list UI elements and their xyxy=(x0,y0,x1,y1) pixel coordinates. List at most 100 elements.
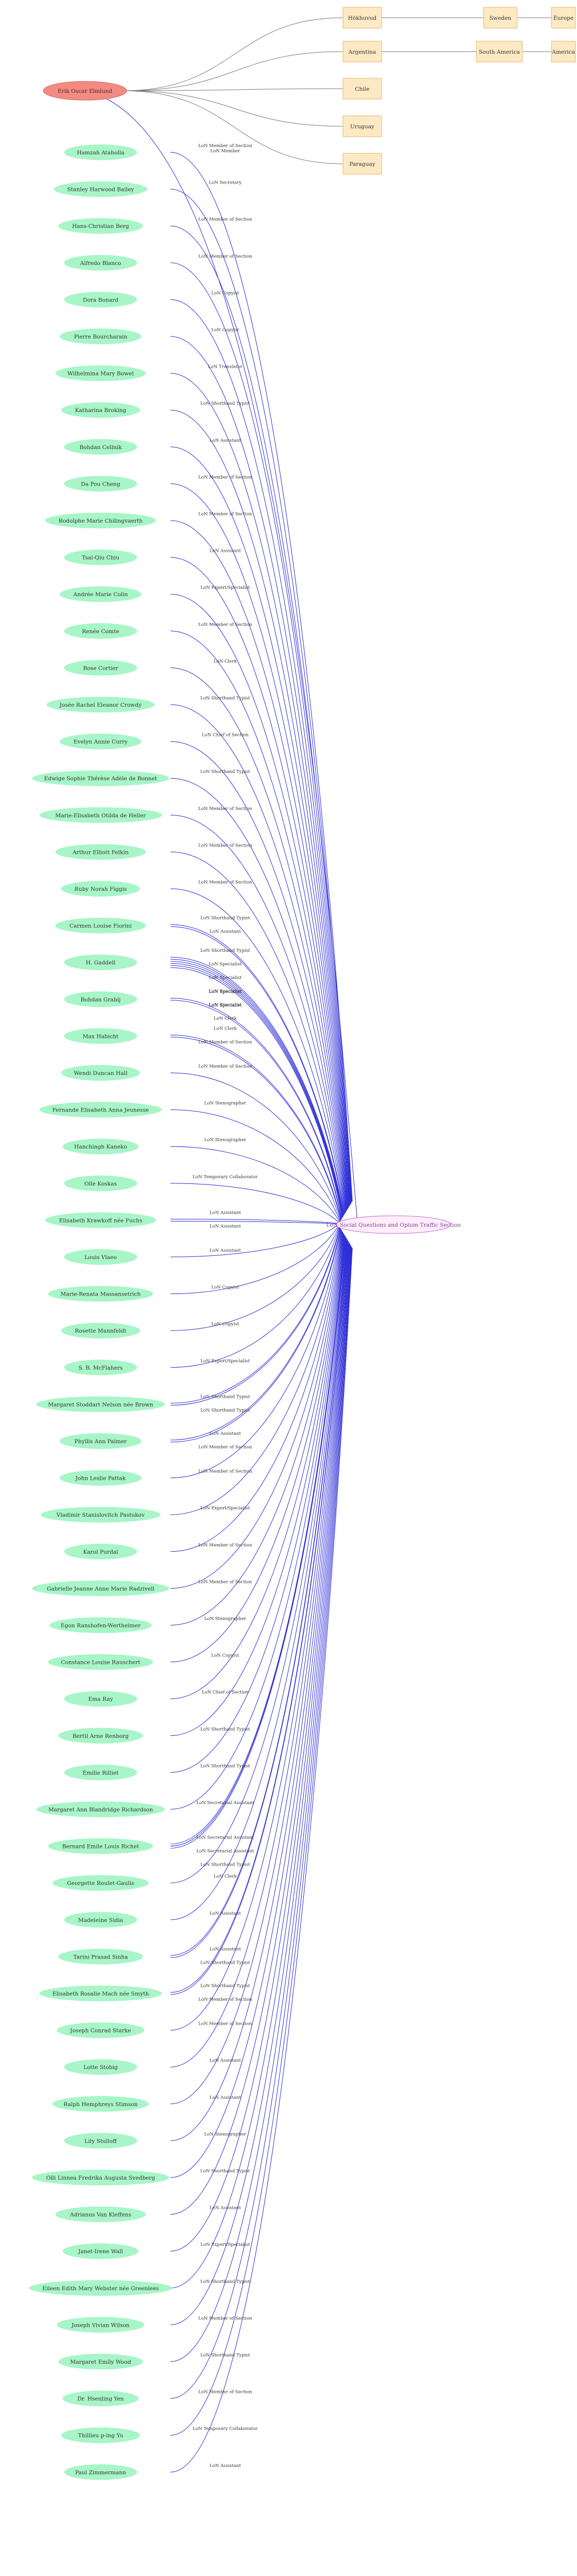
person-node-ralph-hemphreys-stimson[interactable]: Ralph Hemphreys Stimson xyxy=(52,2096,149,2112)
person-node-hans-christian-berg[interactable]: Hans-Christian Berg xyxy=(58,218,143,234)
person-node-label: Alfredo Blanco xyxy=(80,260,121,267)
edge-rosette-mannfeldt-0 xyxy=(170,1226,339,1331)
person-node-fernande-elisabeth-anna-jeunesse[interactable]: Fernande Elisabeth Anna Jeunesse xyxy=(39,1102,162,1118)
person-node-label: Olle Koskas xyxy=(84,1181,117,1187)
person-node-josee-rachel-eleanor-crowdy[interactable]: Josée Rachel Eleanor Crowdy xyxy=(46,697,155,712)
person-node-renee-comte[interactable]: Renée Comte xyxy=(64,623,137,639)
person-node-margaret-emily-wood[interactable]: Margaret Emily Wood xyxy=(58,2354,143,2369)
person-node-georgette-roulet-gaulis[interactable]: Georgette Roulet-Gaulis xyxy=(52,1875,149,1891)
person-node-tarini-prasad-sinha[interactable]: Tarini Prasad Sinha xyxy=(58,1949,143,1965)
place-node-sweden[interactable]: Sweden xyxy=(483,7,518,29)
person-node-phyllis-ann-palmer[interactable]: Phyllis Ann Palmer xyxy=(59,1433,142,1449)
person-node-bohdan-cellnik[interactable]: Bohdan Cellnik xyxy=(64,439,137,455)
place-node-south-america[interactable]: South America xyxy=(476,41,523,63)
person-node-egon-ranshofen-wertheimer[interactable]: Egon Ranshofen-Wertheimer xyxy=(50,1617,152,1633)
person-node-olli-linnea-fredrika-augusta-svedberg[interactable]: Olli Linnea Fredrika Augusta Svedberg xyxy=(32,2170,169,2185)
person-node-madeleine-sidia[interactable]: Madeleine Sidia xyxy=(64,1912,137,1928)
place-node-argentina[interactable]: Argentina xyxy=(342,41,382,63)
place-node-uruguay[interactable]: Uruguay xyxy=(342,115,382,137)
edge-label: LoN Clerk xyxy=(214,1016,237,1021)
place-node-america[interactable]: America xyxy=(551,41,576,63)
person-node-vladimir-stanislovitch-pastukov[interactable]: Vladimir Stanislovitch Pastukov xyxy=(41,1507,161,1523)
person-node-label: Olli Linnea Fredrika Augusta Svedberg xyxy=(46,2175,155,2181)
person-node-paul-zimmermann[interactable]: Paul Zimmermann xyxy=(64,2464,137,2480)
place-node-chile[interactable]: Chile xyxy=(342,78,382,100)
edge-thillieu-p-ing-yu-0 xyxy=(170,1247,352,2436)
person-node-label: Evelyn Annie Curry xyxy=(73,739,128,745)
person-node-joseph-conrad-starke[interactable]: Joseph Conrad Starke xyxy=(57,2022,144,2038)
person-node-constance-louise-rauschert[interactable]: Constance Louise Rauschert xyxy=(48,1654,153,1670)
person-node-hanchingh-kaneko[interactable]: Hanchingh Kaneko xyxy=(63,1139,139,1155)
person-node-emilie-rilliet[interactable]: Émilie Rilliet xyxy=(64,1764,137,1781)
person-node-elisabeth-krawkoff-nee-fuchs[interactable]: Elisabeth Krawkoff née Fuchs xyxy=(45,1212,156,1228)
person-node-gabrielle-jeanne-anne-marie-radzivell[interactable]: Gabrielle Jeanne Anne Marie Radzivell xyxy=(32,1580,169,1597)
person-node-eileen-edith-mary-webster-nee-greenlees[interactable]: Eileen Edith Mary Webster née Greenlees xyxy=(29,2280,173,2296)
person-node-elisabeth-rosalie-mach-nee-smyth[interactable]: Elisabeth Rosalie Mach née Smyth xyxy=(39,1986,162,2001)
person-node-dr-hsenling-yen[interactable]: Dr. Hsenling Yen xyxy=(63,2390,139,2406)
person-node-lily-stulloff[interactable]: Lily Stulloff xyxy=(64,2133,137,2149)
person-node-label: Eileen Edith Mary Webster née Greenlees xyxy=(42,2285,159,2292)
center-node[interactable]: LoN Social Questions and Opium Traffic S… xyxy=(326,1215,461,1234)
person-node-lotte-stobig[interactable]: Lotte Stobig xyxy=(64,2059,137,2075)
person-node-bohdan-grabij[interactable]: Bohdan Grabij xyxy=(64,991,137,1007)
person-node-s-b-mcflahers[interactable]: S. B. McFlahers xyxy=(64,1359,137,1375)
place-node-hokhuvud[interactable]: Hökhuvud xyxy=(342,7,382,29)
edge-label: LoN Temporary Collaborator xyxy=(193,2426,259,2432)
person-node-rosette-mannfeldt[interactable]: Rosette Mannfeldt xyxy=(61,1323,140,1339)
place-node-paraguay[interactable]: Paraguay xyxy=(342,153,382,175)
edge-label: LoN Expert/Specialist xyxy=(201,2242,250,2247)
person-node-marie-renata-massansetrich[interactable]: Marie-Renata Massansetrich xyxy=(48,1286,153,1302)
edge-label: LoN Member of Section xyxy=(198,880,252,885)
person-node-hamzah-ataholla[interactable]: Hamzah Ataholla xyxy=(64,144,137,160)
person-node-h-gaddell[interactable]: H. Gaddell xyxy=(64,954,137,971)
person-node-label: Constance Louise Rauschert xyxy=(61,1660,141,1666)
person-node-ruby-norah-figgis[interactable]: Ruby Norah Figgis xyxy=(61,881,140,897)
person-node-carmen-louise-fiorini[interactable]: Carmen Louise Fiorini xyxy=(55,917,146,934)
edge-madeleine-sidia-0 xyxy=(170,1238,347,1920)
person-node-marie-elisabeth-otilda-de-heller[interactable]: Marie-Elisabeth Otilda de Heller xyxy=(39,807,162,823)
person-node-stanley-harwood-bailey[interactable]: Stanley Harwood Bailey xyxy=(54,181,148,197)
person-node-louis-vlaeo[interactable]: Louis Vlaeo xyxy=(64,1249,137,1265)
person-node-dora-bonard[interactable]: Dora Bonard xyxy=(64,292,137,308)
edge-label: LoN Specialist xyxy=(209,989,242,994)
person-node-label: Tsai-Qiu Chiu xyxy=(82,555,119,561)
person-node-margaret-stoddart-nelson-nee-brown[interactable]: Margaret Stoddart Nelson née Brown xyxy=(36,1396,165,1412)
place-node-europe[interactable]: Europe xyxy=(551,7,576,29)
person-node-arthur-elliott-felkin[interactable]: Arthur Elliott Felkin xyxy=(55,844,146,860)
person-node-bertil-arne-renborg[interactable]: Bertil Arne Renborg xyxy=(58,1727,143,1744)
person-node-wendi-duncan-hall[interactable]: Wendi Duncan Hall xyxy=(61,1065,140,1081)
edge-karol-purdal-0 xyxy=(170,1230,342,1552)
person-node-ema-ray[interactable]: Ema Ray xyxy=(64,1691,137,1707)
person-node-tsai-qiu-chiu[interactable]: Tsai-Qiu Chiu xyxy=(64,549,137,565)
person-node-joseph-vivian-wilson[interactable]: Joseph Vivian Wilson xyxy=(57,2317,144,2333)
person-node-janet-irene-wall[interactable]: Janet-Irene Wall xyxy=(63,2243,139,2259)
person-node-pierre-bourcharain[interactable]: Pierre Bourcharain xyxy=(59,329,142,344)
person-node-label: Carmen Louise Fiorini xyxy=(69,923,132,929)
nodes-layer: Erik Oscar Elmlund Hökhuvud Sweden EuropeAr… xyxy=(29,7,576,2480)
person-node-karol-purdal[interactable]: Karol Purdal xyxy=(64,1543,137,1559)
edge-joseph-vivian-wilson-0 xyxy=(170,1245,351,2325)
person-node-adrianus-van-kleffens[interactable]: Adrianus Van Kleffens xyxy=(55,2206,146,2222)
person-node-wilhelmina-mary-bowel[interactable]: Wilhelmina Mary Bowel xyxy=(55,365,146,381)
person-node-olle-koskas[interactable]: Olle Koskas xyxy=(64,1175,137,1191)
edge-label: LoN Copyist xyxy=(211,1322,239,1327)
edge-elisabeth-krawkoff-nee-fuchs-1 xyxy=(170,1220,339,1225)
person-node-rodolphe-marie-chilingvaerth[interactable]: Rodolphe Marie Chilingvaerth xyxy=(45,513,156,528)
person-node-thillieu-p-ing-yu[interactable]: Thillieu p-ing Yu xyxy=(61,2427,140,2444)
person-node-max-habicht[interactable]: Max Habicht xyxy=(64,1028,137,1044)
edge-marie-renata-massansetrich-0 xyxy=(170,1225,339,1295)
person-node-margaret-ann-blandridge-richardson[interactable]: Margaret Ann Blandridge Richardson xyxy=(36,1801,165,1817)
person-node-evelyn-annie-curry[interactable]: Evelyn Annie Curry xyxy=(59,733,142,749)
person-node-bernard-emile-louis-richet[interactable]: Bernard Emile Louis Richet xyxy=(48,1838,153,1854)
edge-elisabeth-krawkoff-nee-fuchs-0 xyxy=(170,1218,339,1224)
person-node-edwige-sophie-therese-adele-de-bonnet[interactable]: Edwige Sophie Thérèse Adèle de Bonnet xyxy=(32,770,169,787)
root-node[interactable]: Erik Oscar Elmlund xyxy=(43,81,127,101)
root-node-label: Erik Oscar Elmlund xyxy=(58,88,113,94)
person-node-andree-marie-colin[interactable]: Andrée Marie Colin xyxy=(59,586,142,602)
person-node-john-leslie-pattak[interactable]: John Leslie Pattak xyxy=(59,1470,142,1486)
edge-label: LoN Assistant xyxy=(210,2463,241,2469)
person-node-rose-cortier[interactable]: Rose Cortier xyxy=(64,660,137,676)
person-node-katharina-broking[interactable]: Katharina Broking xyxy=(61,402,140,418)
person-node-alfredo-blanco[interactable]: Alfredo Blanco xyxy=(64,255,137,271)
person-node-da-pou-cheng[interactable]: Da Pou Cheng xyxy=(64,476,137,492)
